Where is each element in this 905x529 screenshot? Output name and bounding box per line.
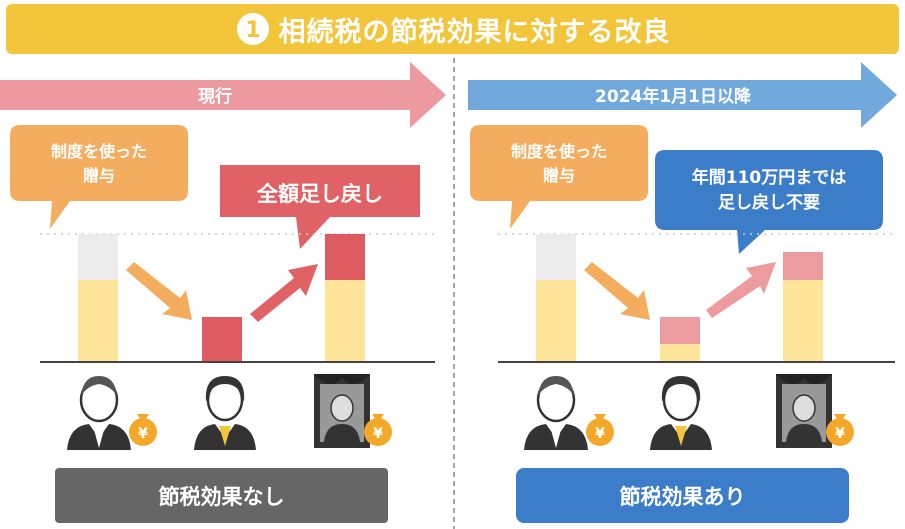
left-deceased-portrait-icon: ¥ bbox=[314, 374, 392, 448]
left-bar3-addback bbox=[325, 234, 365, 280]
left-bar2-gift bbox=[202, 317, 242, 361]
svg-text:¥: ¥ bbox=[595, 426, 605, 442]
left-bar1-gift-portion bbox=[78, 234, 118, 280]
right-result-label: 節税効果あり bbox=[516, 468, 849, 523]
left-up-arrow-icon bbox=[250, 264, 318, 322]
right-addback-line2: 足し戻し不要 bbox=[718, 192, 820, 213]
right-gift-bubble-line2: 贈与 bbox=[543, 166, 575, 185]
title-banner: 1 相続税の節税効果に対する改良 bbox=[6, 4, 899, 54]
current-timeline-label: 現行 bbox=[198, 86, 232, 107]
left-gift-bubble: 制度を使った 贈与 bbox=[10, 125, 188, 229]
right-deceased-portrait-icon: ¥ bbox=[776, 374, 854, 448]
left-addback-bubble: 全額足し戻し bbox=[220, 165, 420, 249]
page-title: 相続税の節税効果に対する改良 bbox=[278, 16, 671, 48]
right-addback-bubble: 年間110万円までは 足し戻し不要 bbox=[655, 150, 883, 254]
right-bar2-addback-part bbox=[660, 317, 700, 344]
right-bar2-exempt-part bbox=[660, 344, 700, 361]
number-one-badge-icon: 1 bbox=[236, 13, 269, 45]
left-down-arrow-icon bbox=[126, 262, 192, 320]
new-timeline-arrow: 2024年1月1日以降 bbox=[468, 62, 897, 128]
right-gift-bubble-line1: 制度を使った bbox=[511, 142, 607, 161]
right-bar3-addback bbox=[783, 252, 823, 280]
svg-text:¥: ¥ bbox=[835, 426, 845, 442]
left-bar3-base bbox=[325, 280, 365, 361]
svg-text:¥: ¥ bbox=[138, 426, 148, 442]
badge-number: 1 bbox=[245, 18, 260, 43]
money-bag-icon bbox=[826, 418, 854, 446]
right-heir-icon bbox=[650, 376, 712, 450]
left-result-label: 節税効果なし bbox=[55, 468, 388, 523]
money-bag-icon bbox=[129, 418, 157, 446]
right-down-arrow-icon bbox=[584, 262, 650, 320]
panel-divider bbox=[453, 58, 455, 529]
left-grandparent-icon: ¥ bbox=[67, 376, 157, 450]
money-bag-icon bbox=[586, 418, 614, 446]
right-bar3-base bbox=[783, 280, 823, 361]
right-grandparent-icon: ¥ bbox=[524, 376, 614, 450]
left-gift-bubble-line1: 制度を使った bbox=[51, 142, 147, 161]
right-bar-chart bbox=[498, 233, 895, 363]
right-bar1-remaining bbox=[536, 280, 576, 361]
right-addback-line1: 年間110万円までは bbox=[692, 167, 847, 188]
new-timeline-label: 2024年1月1日以降 bbox=[595, 86, 752, 107]
left-bar-chart bbox=[40, 233, 435, 363]
right-gift-bubble: 制度を使った 贈与 bbox=[470, 125, 648, 229]
left-gift-bubble-line2: 贈与 bbox=[83, 166, 115, 185]
current-timeline-arrow: 現行 bbox=[0, 62, 446, 128]
right-bar1-gift-portion bbox=[536, 234, 576, 280]
money-bag-icon bbox=[364, 418, 392, 446]
right-up-arrow-icon bbox=[706, 262, 776, 318]
left-addback-label: 全額足し戻し bbox=[256, 182, 383, 206]
svg-text:¥: ¥ bbox=[373, 426, 383, 442]
left-bar1-remaining bbox=[78, 280, 118, 361]
left-heir-icon bbox=[194, 376, 256, 450]
